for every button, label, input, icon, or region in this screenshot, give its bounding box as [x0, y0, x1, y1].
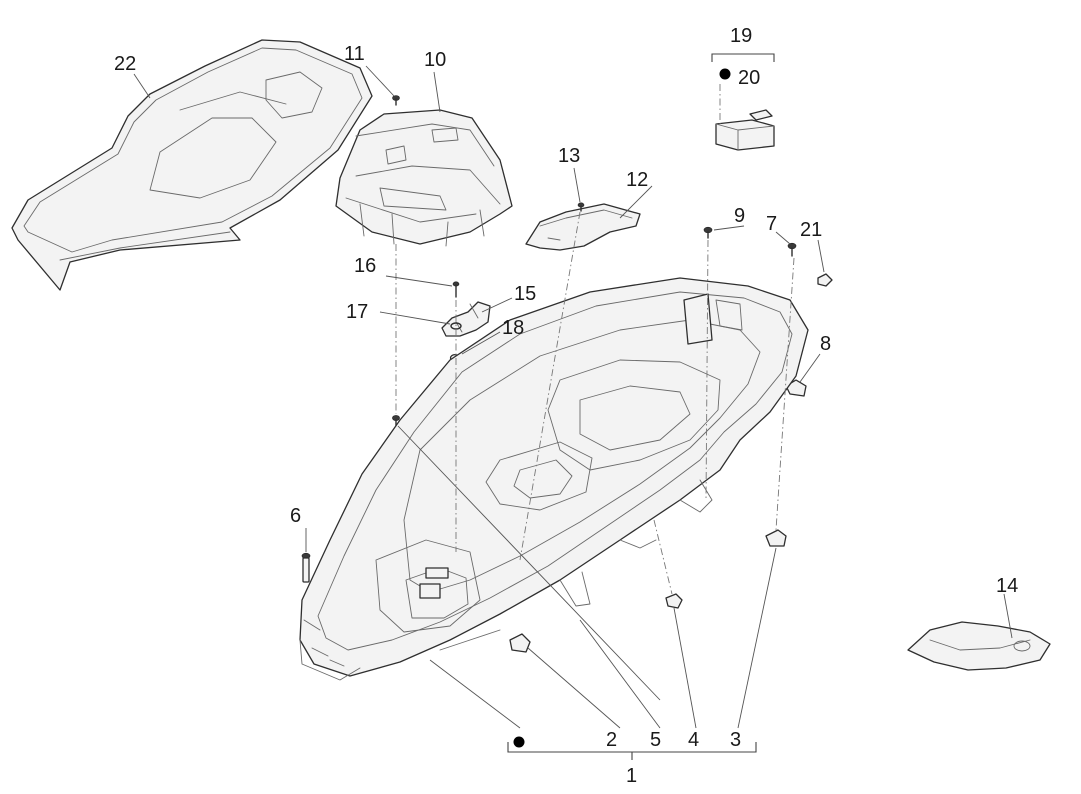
callout-6: 6 [290, 505, 301, 527]
part-3-clip [765, 529, 787, 547]
assembly-lines [395, 84, 795, 595]
callout-20: 20 [738, 67, 760, 89]
part-6-bolt [301, 552, 311, 583]
callout-16: 16 [354, 255, 376, 277]
part-9-screw [703, 226, 713, 239]
leader-lines [133, 65, 1013, 729]
bracket-1 [507, 742, 757, 760]
part-22-liner-mat [11, 39, 373, 291]
part-19-kit-box [715, 119, 775, 151]
callout-labels: 22 11 10 19 20 13 12 9 7 21 16 15 17 18 … [114, 25, 1018, 787]
callout-13: 13 [558, 145, 580, 167]
kit-marker-icon-19 [719, 68, 731, 80]
callout-8: 8 [820, 333, 831, 355]
part-15-latch [441, 301, 491, 337]
part-12-bracket [525, 203, 641, 251]
part-1-helmet-compartment [299, 277, 809, 681]
callout-5: 5 [650, 729, 661, 751]
callout-12: 12 [626, 169, 648, 191]
callout-17: 17 [346, 301, 368, 323]
kit-marker-icon-1 [513, 736, 525, 748]
part-20-kit-pad [749, 109, 773, 121]
part-11-screw [392, 95, 400, 106]
part-16-screw [452, 281, 460, 298]
part-2-clip [509, 633, 531, 653]
callout-21: 21 [800, 219, 822, 241]
callout-3: 3 [730, 729, 741, 751]
part-13-screw [577, 202, 585, 212]
part-21-clip [817, 273, 833, 287]
callout-1: 1 [626, 765, 637, 787]
callout-14: 14 [996, 575, 1018, 597]
callout-22: 22 [114, 53, 136, 75]
callout-15: 15 [514, 283, 536, 305]
part-7-screw [787, 242, 797, 257]
bracket-19 [711, 53, 775, 62]
callout-2: 2 [606, 729, 617, 751]
part-10-compartment-cover [335, 109, 513, 247]
callout-4: 4 [688, 729, 699, 751]
callout-10: 10 [424, 49, 446, 71]
part-14-cloth [907, 621, 1051, 671]
callout-18: 18 [502, 317, 524, 339]
callout-11: 11 [344, 43, 365, 65]
callout-9: 9 [734, 205, 745, 227]
callout-7: 7 [766, 213, 777, 235]
callout-19: 19 [730, 25, 752, 47]
part-4-clip [665, 593, 683, 609]
